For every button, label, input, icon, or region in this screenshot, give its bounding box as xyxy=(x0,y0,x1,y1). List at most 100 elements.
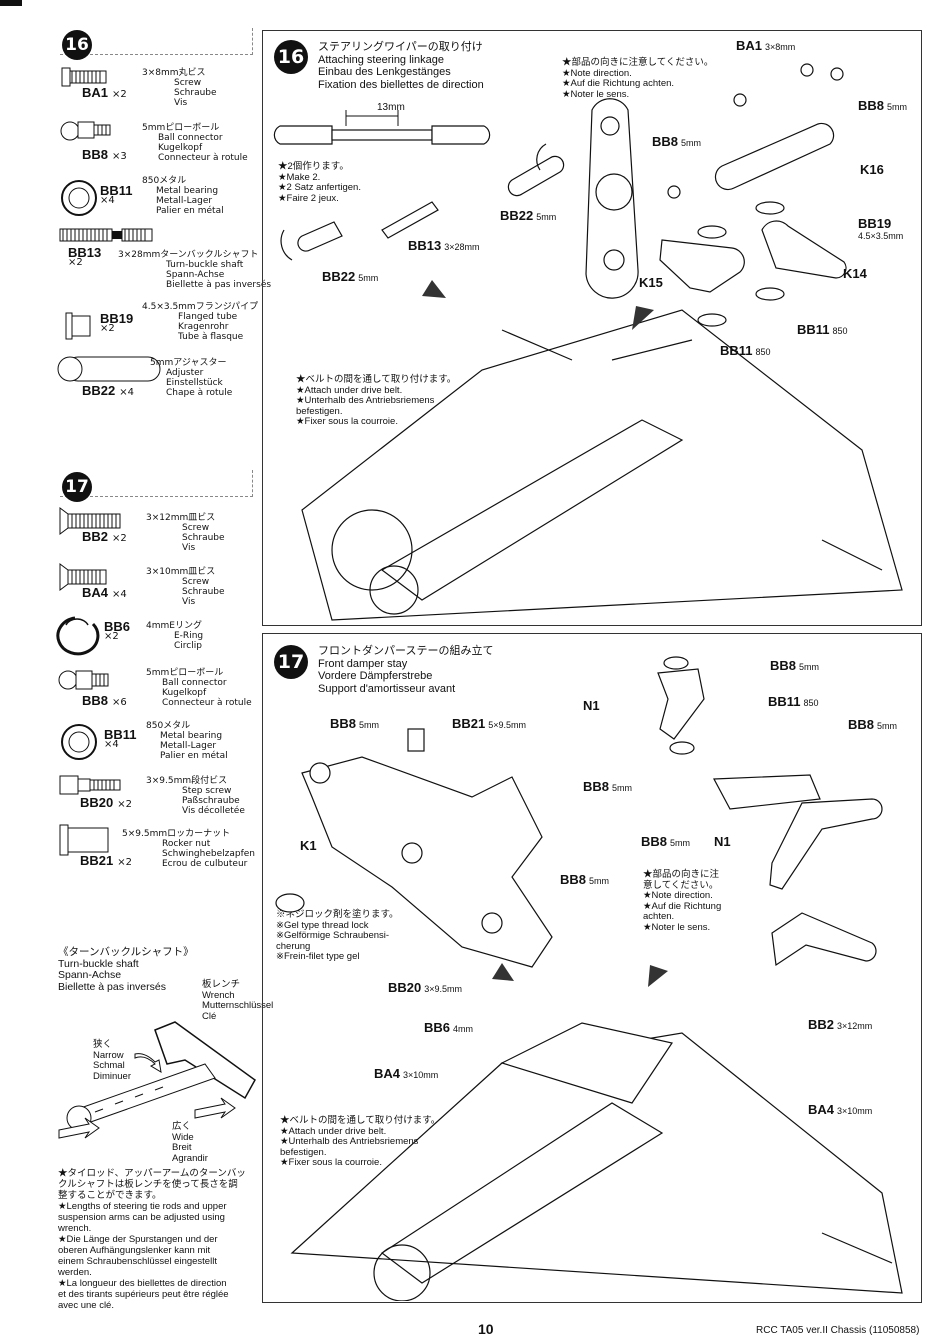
step17-badge: 17 xyxy=(274,645,308,679)
step16-badge: 16 xyxy=(274,40,308,74)
step16-belt-note: ★ベルトの間を通して取り付けます。 ★Attach under drive be… xyxy=(296,374,457,427)
step17-belt-note: ★ベルトの間を通して取り付けます。 ★Attach under drive be… xyxy=(280,1115,441,1168)
part-bb11: BB11×4 xyxy=(100,183,133,206)
part-bb19: BB19×2 xyxy=(100,311,134,334)
part-bb6: BB6×2 xyxy=(104,619,131,642)
bb19-flanged-tube-icon xyxy=(65,312,91,340)
front-axle-2 xyxy=(821,1232,893,1264)
step17-direction-note: ★部品の向きに注 意してください。 ★Note direction. ★Auf … xyxy=(643,869,722,933)
part-bb21-desc: 5×9.5mmロッカーナット Rocker nut Schwinghebelza… xyxy=(122,829,255,869)
step16-make2-note: ★2個作ります。 ★Make 2. ★2 Satz anfertigen. ★F… xyxy=(278,161,361,204)
step16-dimension: 13mm xyxy=(377,102,405,113)
arrow-down-1 xyxy=(492,963,514,981)
arrow-down-left xyxy=(422,280,446,298)
part-bb22-desc: 5mmアジャスター Adjuster Einstellstück Chape à… xyxy=(150,358,233,398)
part-bb2-desc: 3×12mm皿ビス Screw Schraube Vis xyxy=(146,513,225,553)
step17-panel xyxy=(262,633,922,1303)
part-bb22: BB22×4 xyxy=(82,383,134,398)
label-k16: K16 xyxy=(860,162,884,177)
k16-part xyxy=(714,122,835,191)
bb22-top xyxy=(507,155,565,197)
front-axle xyxy=(821,539,883,571)
part-bb2: BB2×2 xyxy=(82,529,127,544)
bb13-shaft-art xyxy=(381,201,439,239)
step17-parts-header xyxy=(60,470,253,497)
rotate-arrow-left xyxy=(280,229,293,261)
step17-drawing xyxy=(275,656,903,1301)
part-bb8-desc: 5mmピローボール Ball connector Kugelkopf Conne… xyxy=(142,123,248,163)
part-bb11-2-desc: 850メタル Metal bearing Metall-Lager Palier… xyxy=(146,721,228,761)
label17-k1: K1 xyxy=(300,838,317,853)
tb-end-left xyxy=(273,125,333,145)
turnbuckle-title: 《ターンバックルシャフト》 Turn-buckle shaft Spann-Ac… xyxy=(58,946,194,993)
part-bb19-desc: 4.5×3.5mmフランジパイプ Flanged tube Kragenrohr… xyxy=(142,302,259,342)
step16-direction-note: ★部品の向きに注意してください。 ★Note direction. ★Auf d… xyxy=(562,57,714,100)
turnbuckle-wide-label: 広く Wide Breit Agrandir xyxy=(172,1121,208,1164)
bb22-left xyxy=(297,221,343,252)
arrow-down-2 xyxy=(648,965,668,987)
part-bb11-desc: 850メタル Metal bearing Metall-Lager Palier… xyxy=(142,176,224,216)
document-id: RCC TA05 ver.II Chassis (11050858) xyxy=(756,1325,920,1336)
ba4-screw-icon xyxy=(59,563,107,591)
bb20-step-screw-icon xyxy=(59,775,121,795)
part-bb8-2-desc: 5mmピローボール Ball connector Kugelkopf Conne… xyxy=(146,668,252,708)
step17-parts-list: BB2×2 3×12mm皿ビス Screw Schraube Vis BA4×4… xyxy=(0,500,260,880)
ba1-screw-icon xyxy=(61,67,107,87)
step17-parts-badge: 17 xyxy=(62,472,92,502)
drive-belt xyxy=(380,419,684,601)
step17-gel-note: ※ネジロック剤を塗ります。 ※Gel type thread lock ※Gel… xyxy=(276,909,399,962)
step17-title: フロントダンパーステーの組み立て Front damper stay Vorde… xyxy=(318,645,494,695)
rotate-arrow-right xyxy=(536,143,547,171)
chassis-outline xyxy=(301,309,903,621)
label17-n1-top: N1 xyxy=(583,698,600,713)
thread-lock-icon xyxy=(275,893,305,913)
part-bb21: BB21×2 xyxy=(80,853,132,868)
turnbuckle-notes: ★タイロッド、アッパーアームのターンバッ クルシャフトは板レンチを使って長さを調… xyxy=(58,1168,246,1311)
part-bb11-2: BB11×4 xyxy=(104,727,137,750)
part-ba4: BA4×4 xyxy=(82,585,127,600)
part-bb20: BB20×2 xyxy=(80,795,132,810)
k1-damper-stay xyxy=(301,756,553,968)
step16-parts-badge: 16 xyxy=(62,30,92,60)
step16-panel xyxy=(262,30,922,626)
bb6-e-ring-icon xyxy=(56,616,100,656)
step16-drawing xyxy=(273,63,903,621)
label-k15: K15 xyxy=(639,275,663,290)
turnbuckle-diagram xyxy=(58,1021,256,1139)
step16-title: ステアリングワイパーの取り付け Attaching steering linka… xyxy=(318,41,484,91)
bb21-art xyxy=(407,728,425,752)
bb8-ball-connector-icon-2 xyxy=(58,670,109,690)
n1-top xyxy=(657,668,705,740)
label17-n1-bottom: N1 xyxy=(714,834,731,849)
page-number: 10 xyxy=(478,1321,494,1337)
bb11-bearing-icon-2 xyxy=(61,724,97,760)
part-bb6-desc: 4mmEリング E-Ring Circlip xyxy=(146,621,204,651)
arrow-down-right xyxy=(632,306,654,330)
part-bb13: BB13×2 xyxy=(68,245,102,268)
bb11-bearing-icon xyxy=(61,180,97,216)
step17-parts-icons xyxy=(56,507,121,856)
page-corner-mark xyxy=(0,0,22,6)
arm-lower xyxy=(771,912,877,967)
part-bb8-2: BB8×6 xyxy=(82,693,127,708)
tb-shaft xyxy=(331,129,433,141)
bb13-turnbuckle-icon xyxy=(59,228,153,242)
n1-bottom xyxy=(713,774,821,810)
front-stay-assembled xyxy=(500,1022,673,1104)
